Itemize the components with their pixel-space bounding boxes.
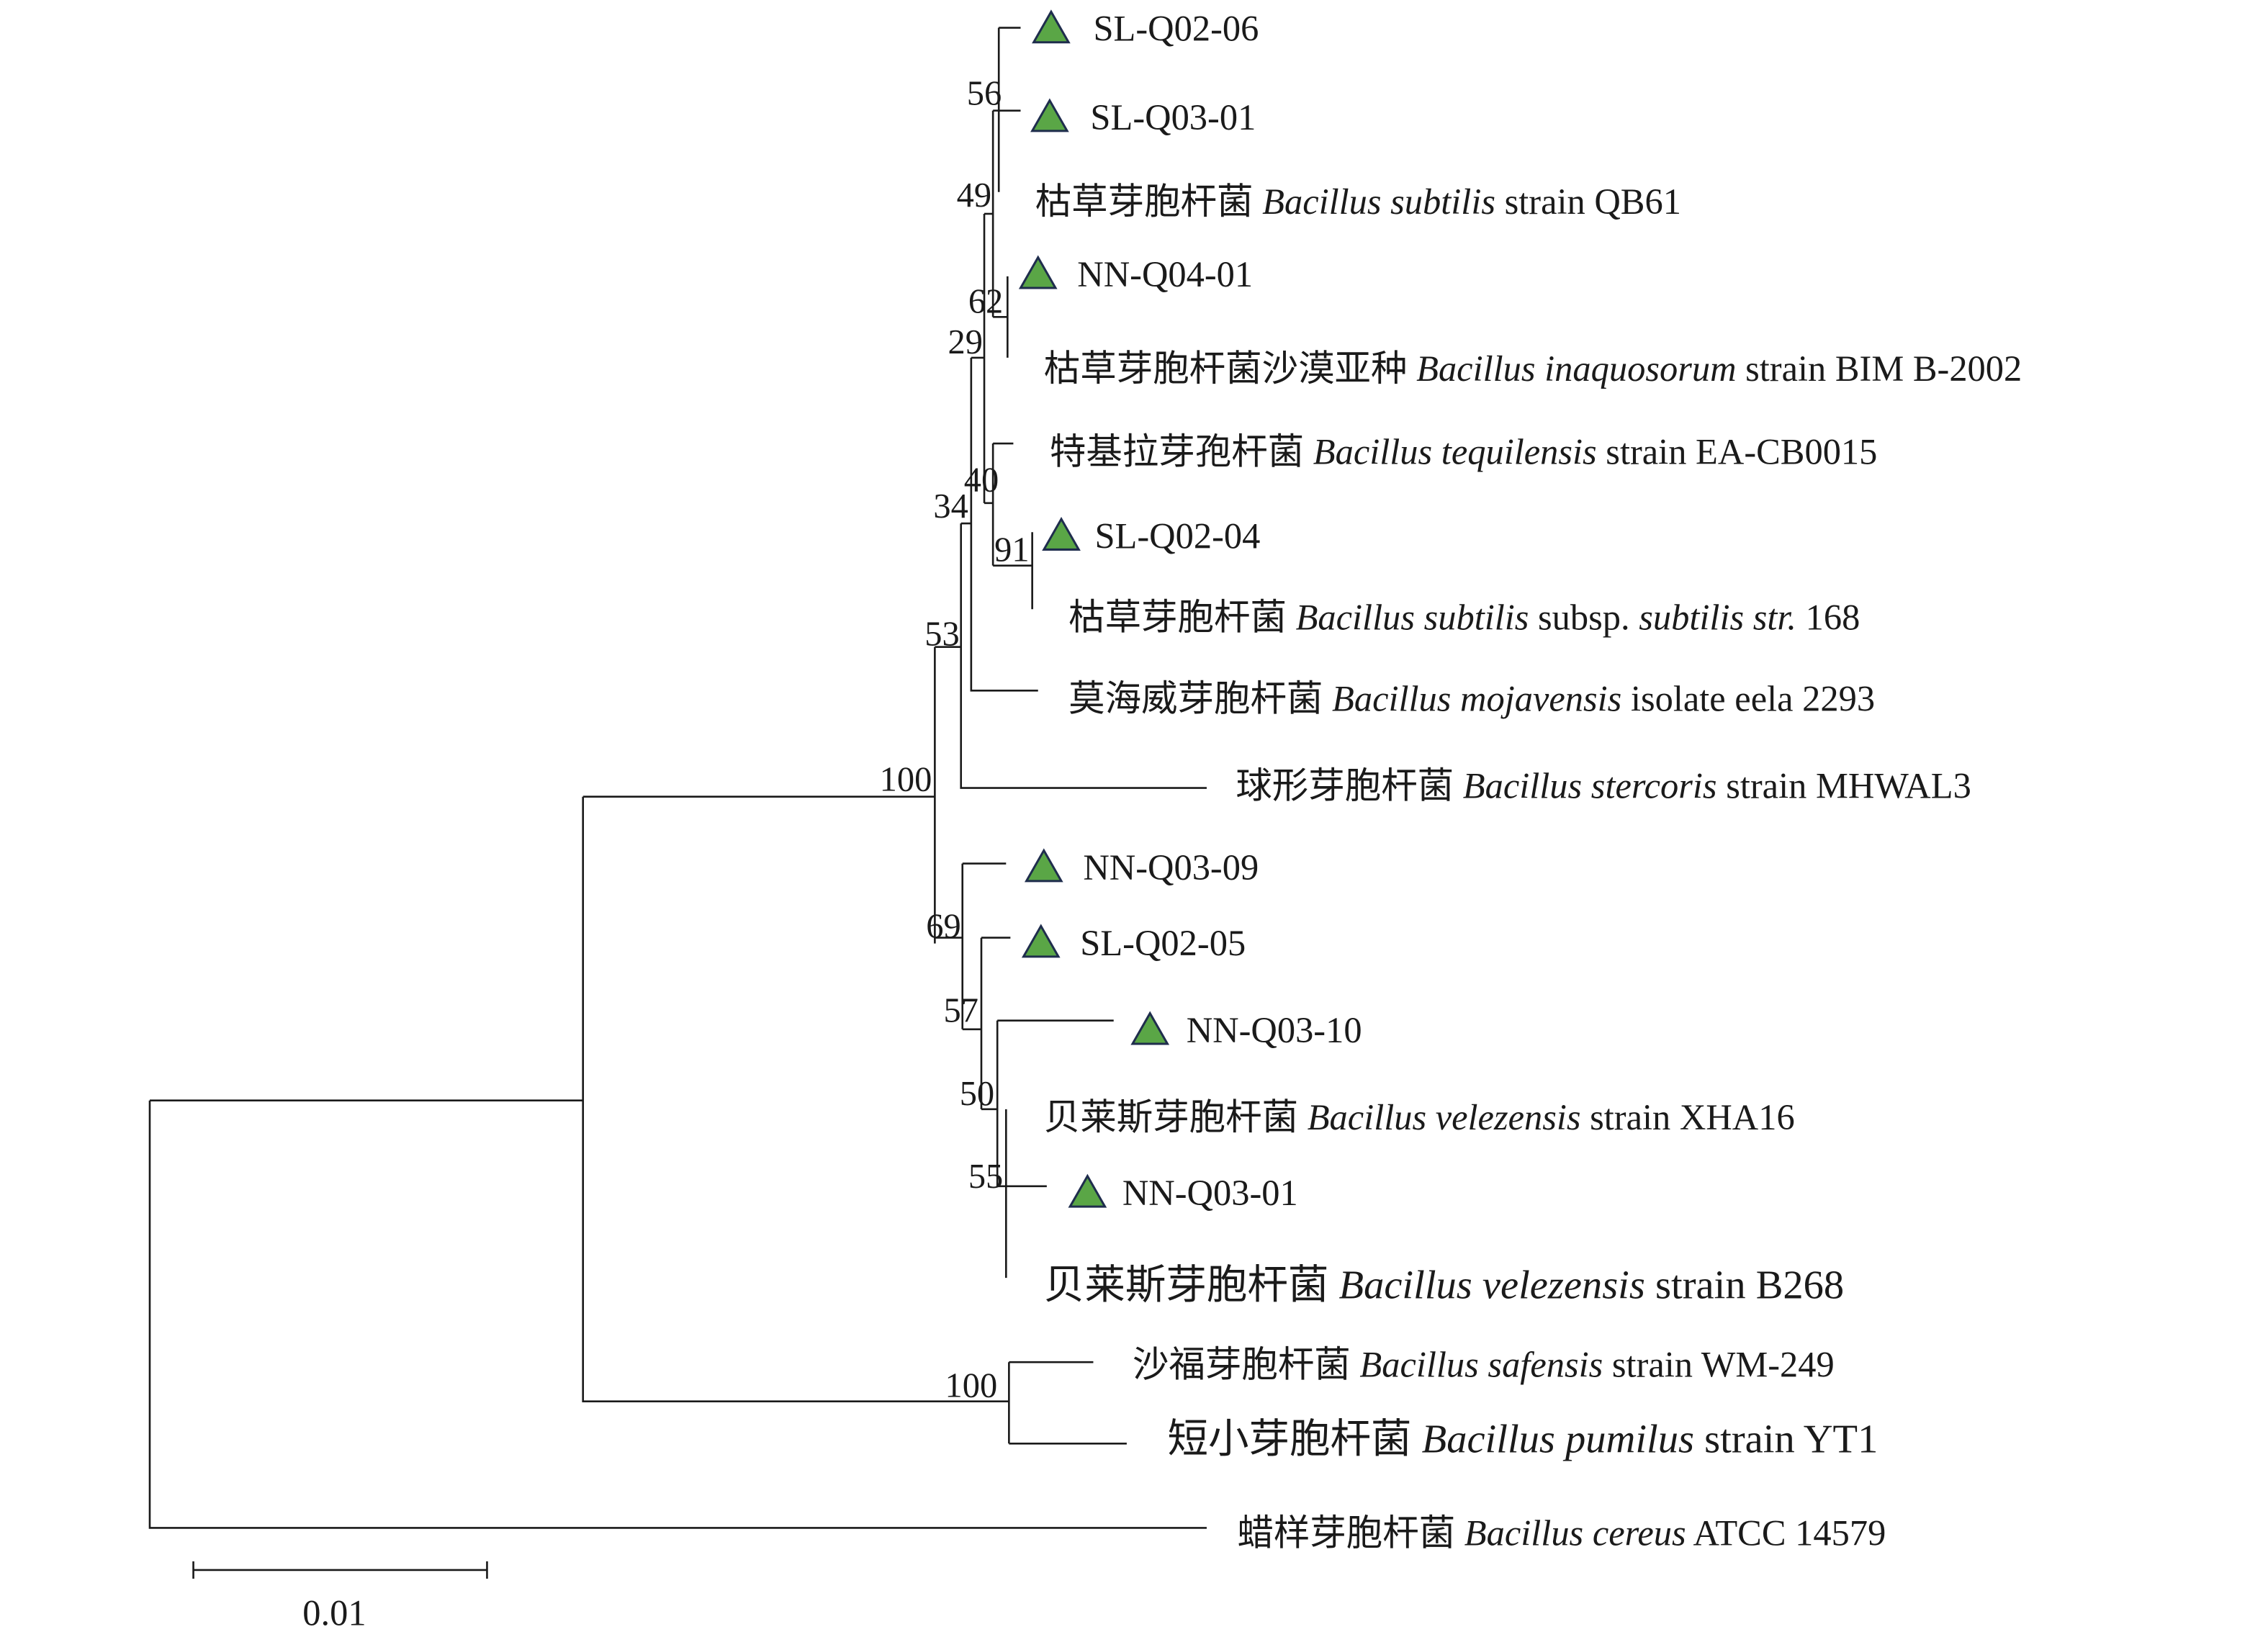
label-text: 沙福芽胞杆菌 <box>1133 1344 1359 1384</box>
taxon-label-sl-q03-01: SL-Q03-01 <box>1090 97 1256 137</box>
bootstrap-value: 91 <box>994 531 1029 569</box>
label-text: subsp. <box>1529 597 1639 638</box>
taxon-label-velezensis-b268: 贝莱斯芽胞杆菌 Bacillus velezensis strain B268 <box>1044 1263 1844 1307</box>
branch <box>960 523 1207 789</box>
bootstrap-value: 49 <box>957 176 991 215</box>
label-text: SL-Q03-01 <box>1090 97 1256 137</box>
bootstrap-value: 29 <box>948 323 983 361</box>
branch <box>148 1100 1207 1529</box>
label-text: NN-Q04-01 <box>1077 254 1253 294</box>
species-name: Bacillus subtilis <box>1296 597 1529 638</box>
isolate-triangle-icon <box>1018 255 1058 289</box>
species-name: Bacillus stercoris <box>1463 766 1717 806</box>
label-text: 168 <box>1796 597 1860 638</box>
taxon-label-tequilensis: 特基拉芽孢杆菌 Bacillus tequilensis strain EA-C… <box>1050 431 1878 472</box>
taxon-label-stercoris: 球形芽胞杆菌 Bacillus stercoris strain MHWAL3 <box>1236 766 1971 806</box>
isolate-triangle-icon <box>1030 98 1069 132</box>
label-text: NN-Q03-01 <box>1122 1173 1298 1213</box>
scale-bar-line <box>192 1561 488 1579</box>
taxon-label-sl-q02-05: SL-Q02-05 <box>1080 923 1246 963</box>
bootstrap-value: 40 <box>964 461 999 500</box>
bootstrap-value: 57 <box>943 992 978 1030</box>
isolate-triangle-icon <box>1021 924 1061 958</box>
isolate-triangle-icon <box>1042 516 1081 551</box>
label-text: strain YT1 <box>1694 1417 1878 1461</box>
species-name: Bacillus cereus <box>1464 1513 1686 1553</box>
bootstrap-value: 56 <box>967 75 1002 113</box>
taxon-label-velezensis-xha16: 贝莱斯芽胞杆菌 Bacillus velezensis strain XHA16 <box>1044 1097 1795 1137</box>
isolate-triangle-icon <box>1024 848 1063 883</box>
label-text: 贝莱斯芽胞杆菌 <box>1044 1097 1308 1137</box>
species-name: Bacillus velezensis <box>1339 1263 1645 1307</box>
bootstrap-value: 50 <box>960 1075 994 1113</box>
label-text: SL-Q02-05 <box>1080 923 1246 963</box>
label-text: 枯草芽胞杆菌沙漠亚种 <box>1044 348 1416 389</box>
label-text: strain EA-CB0015 <box>1597 431 1878 472</box>
label-text: 球形芽胞杆菌 <box>1236 766 1462 806</box>
taxon-label-nn-q03-01: NN-Q03-01 <box>1122 1173 1298 1213</box>
label-text: 短小芽胞杆菌 <box>1167 1417 1421 1461</box>
tree-branches <box>148 27 1207 1529</box>
scale-bar: 0.01 <box>192 1561 488 1633</box>
label-text: strain WM-249 <box>1603 1344 1834 1384</box>
bootstrap-value: 53 <box>924 615 959 654</box>
label-text: NN-Q03-10 <box>1187 1010 1362 1050</box>
bootstrap-value: 62 <box>968 282 1003 320</box>
label-text: 枯草芽胞杆菌 <box>1068 597 1295 638</box>
species-name: Bacillus mojavensis <box>1332 679 1621 719</box>
label-text: strain BIM B-2002 <box>1737 348 2022 389</box>
bootstrap-value: 55 <box>968 1158 1003 1196</box>
label-text: strain XHA16 <box>1581 1097 1795 1137</box>
taxon-label-subtilis-168: 枯草芽胞杆菌 Bacillus subtilis subsp. subtilis… <box>1068 597 1860 638</box>
taxon-label-inaquosorum: 枯草芽胞杆菌沙漠亚种 Bacillus inaquosorum strain B… <box>1044 348 2022 389</box>
label-text: 贝莱斯芽胞杆菌 <box>1044 1263 1339 1307</box>
taxon-label-sl-q02-06: SL-Q02-06 <box>1093 9 1259 49</box>
branch <box>582 796 1009 1403</box>
taxon-label-cereus: 蜡样芽胞杆菌 Bacillus cereus ATCC 14579 <box>1237 1513 1886 1553</box>
bootstrap-value: 100 <box>880 761 932 799</box>
bootstrap-value: 69 <box>926 908 960 946</box>
taxon-label-pumilus: 短小芽胞杆菌 Bacillus pumilus strain YT1 <box>1167 1417 1878 1461</box>
label-text: SL-Q02-06 <box>1093 9 1259 49</box>
isolate-triangle-icon <box>1032 9 1071 44</box>
label-text: ATCC 14579 <box>1686 1513 1886 1553</box>
taxon-label-mojavensis: 莫海威芽胞杆菌 Bacillus mojavensis isolate eela… <box>1068 679 1875 719</box>
taxon-label-nn-q04-01: NN-Q04-01 <box>1077 254 1253 294</box>
taxon-label-qb61: 枯草芽胞杆菌 Bacillus subtilis strain QB61 <box>1035 181 1681 222</box>
taxon-label-nn-q03-10: NN-Q03-10 <box>1187 1010 1362 1050</box>
label-text: NN-Q03-09 <box>1083 847 1259 888</box>
species-name: Bacillus tequilensis <box>1313 431 1597 472</box>
label-text: isolate eela 2293 <box>1621 679 1875 719</box>
species-name: Bacillus safensis <box>1359 1344 1603 1384</box>
label-text: 莫海威芽胞杆菌 <box>1068 679 1332 719</box>
isolate-triangle-icon <box>1130 1011 1170 1045</box>
scale-bar-label: 0.01 <box>302 1593 366 1633</box>
species-name: Bacillus subtilis <box>1262 181 1495 222</box>
taxon-label-nn-q03-09: NN-Q03-09 <box>1083 847 1259 888</box>
label-text: 枯草芽胞杆菌 <box>1035 181 1262 222</box>
taxon-label-sl-q02-04: SL-Q02-04 <box>1094 515 1260 556</box>
label-text: SL-Q02-04 <box>1094 515 1260 556</box>
taxon-label-safensis: 沙福芽胞杆菌 Bacillus safensis strain WM-249 <box>1133 1344 1835 1384</box>
isolate-triangle-icon <box>1068 1173 1107 1208</box>
species-name: subtilis str. <box>1639 597 1796 638</box>
label-text: strain B268 <box>1645 1263 1844 1307</box>
branch <box>970 357 1038 692</box>
label-text: 特基拉芽孢杆菌 <box>1050 431 1313 472</box>
label-text: strain MHWAL3 <box>1717 766 1971 806</box>
species-name: Bacillus inaquosorum <box>1416 348 1736 389</box>
label-text: 蜡样芽胞杆菌 <box>1237 1513 1464 1553</box>
bootstrap-value: 34 <box>933 487 968 526</box>
species-name: Bacillus velezensis <box>1308 1097 1581 1137</box>
bootstrap-value: 100 <box>945 1367 998 1405</box>
label-text: strain QB61 <box>1495 181 1681 222</box>
species-name: Bacillus pumilus <box>1422 1417 1694 1461</box>
